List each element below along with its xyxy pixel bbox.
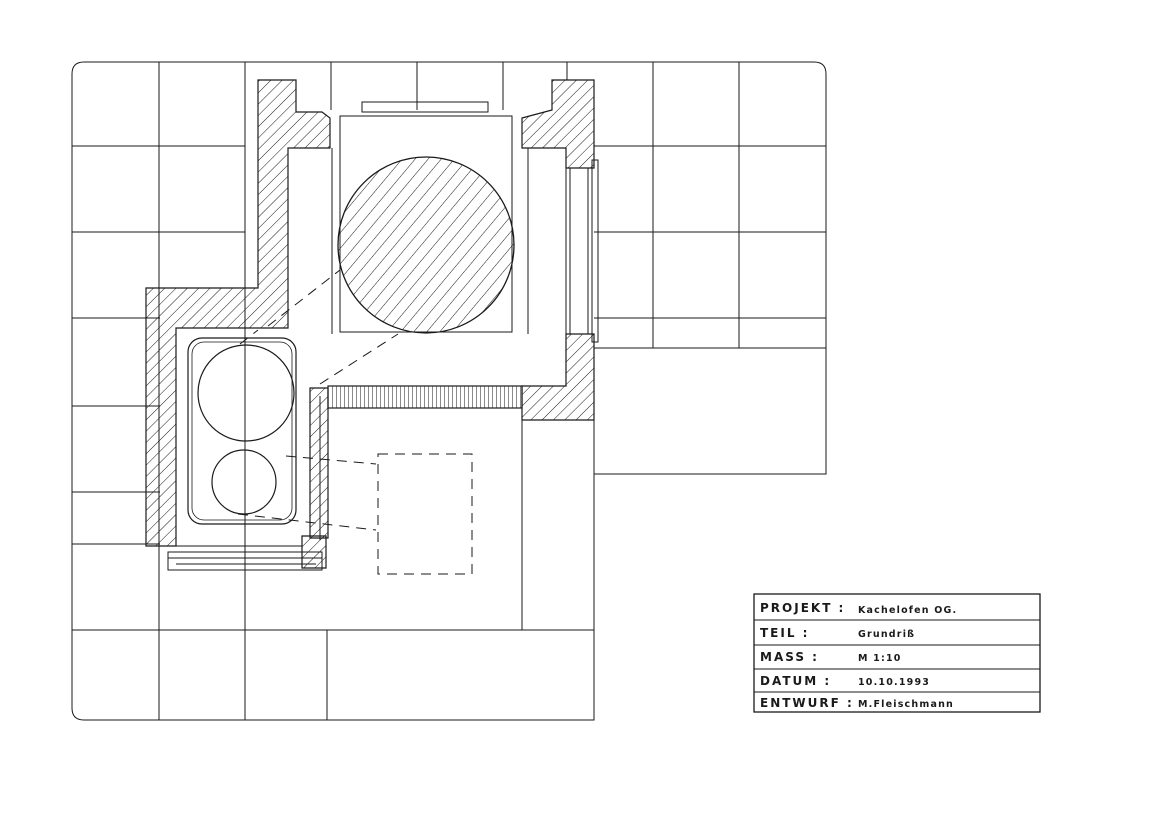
title-block-label: DATUM : xyxy=(760,674,831,688)
wall-right-lower xyxy=(521,333,595,421)
floor-outline xyxy=(71,61,827,721)
title-block-row-datum: DATUM : 10.10.1993 xyxy=(760,674,930,688)
hatched-cylinder xyxy=(337,156,515,334)
left-chamber xyxy=(187,337,297,525)
title-block-row-teil: TEIL : Grundriß xyxy=(760,626,915,640)
title-block-value: 10.10.1993 xyxy=(858,677,930,688)
small-pot-circle xyxy=(211,449,277,515)
title-block-value: M 1:10 xyxy=(858,653,902,664)
stove-wall-section xyxy=(145,79,595,569)
title-block-value: M.Fleischmann xyxy=(858,699,954,710)
wall-right-upper xyxy=(521,79,595,169)
lintel-band xyxy=(327,385,523,409)
title-block-row-projekt: PROJEKT : Kachelofen OG. xyxy=(760,601,957,616)
hidden-lines xyxy=(237,269,473,575)
title-block-label: TEIL : xyxy=(760,626,809,640)
hidden-flue-box xyxy=(377,453,473,575)
title-block-label: ENTWURF : xyxy=(760,696,854,710)
title-block-row-mass: MASS : M 1:10 xyxy=(760,650,902,664)
large-pot-circle xyxy=(197,344,295,442)
title-block-label: MASS : xyxy=(760,650,819,664)
title-block-row-entwurf: ENTWURF : M.Fleischmann xyxy=(760,696,954,710)
wall-left-upper xyxy=(145,79,331,547)
title-block-label: PROJEKT : xyxy=(760,601,845,615)
title-block-value: Grundriß xyxy=(858,629,915,640)
left-chamber-inner xyxy=(191,341,293,521)
inner-partition xyxy=(309,387,329,539)
title-block-value: Kachelofen OG. xyxy=(858,605,957,616)
title-block: PROJEKT : Kachelofen OG. TEIL : Grundriß… xyxy=(753,593,1041,713)
